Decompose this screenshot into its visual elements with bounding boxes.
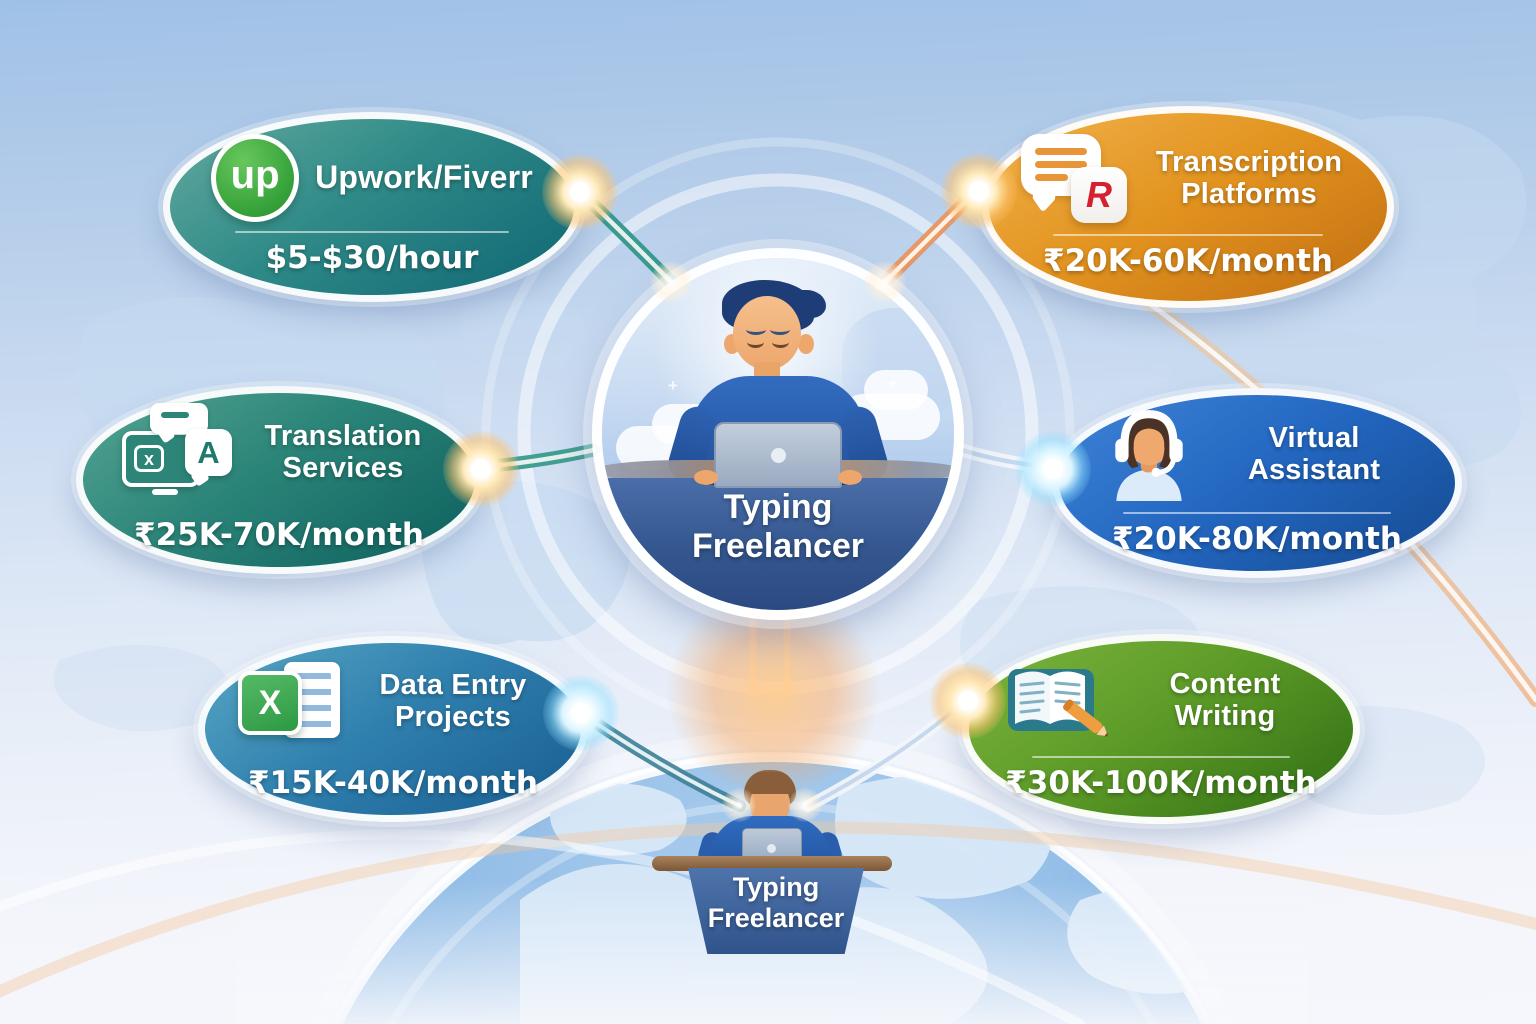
node-title: Content Writing bbox=[1169, 667, 1281, 732]
rev-app-icon: R bbox=[1071, 167, 1127, 223]
divider bbox=[1031, 756, 1291, 758]
bottom-label: Typing Freelancer bbox=[707, 872, 845, 933]
sparkle: + bbox=[668, 376, 678, 395]
node-title: Virtual Assistant bbox=[1247, 421, 1381, 486]
node-income-value: ₹25K-70K/month bbox=[134, 517, 424, 553]
node-income-value: ₹15K-40K/month bbox=[248, 765, 538, 801]
node-income-value: ₹30K-100K/month bbox=[1005, 765, 1317, 801]
node-income-value: $5-$30/hour bbox=[265, 240, 479, 276]
sparkle: + bbox=[888, 374, 898, 393]
divider bbox=[1053, 234, 1323, 236]
cloud bbox=[864, 370, 928, 410]
upwork-logo-text: up bbox=[230, 152, 280, 197]
node-upwork-fiverr: up Upwork/Fiverr $5-$30/hour bbox=[163, 112, 581, 302]
laptop-icon bbox=[714, 422, 842, 488]
bottom-desk: Typing Freelancer bbox=[688, 868, 864, 954]
rev-letter: R bbox=[1086, 174, 1112, 215]
node-income-value: ₹20K-60K/month bbox=[1043, 243, 1333, 279]
notebook-pencil-icon bbox=[1008, 669, 1109, 737]
bottom-desk-board bbox=[652, 856, 892, 871]
node-income-value: ₹20K-80K/month bbox=[1112, 521, 1402, 557]
headset-agent-icon bbox=[1115, 410, 1183, 501]
node-title: Upwork/Fiverr bbox=[315, 159, 533, 196]
node-transcription-platforms: R Transcription Platforms ₹20K-60K/month bbox=[982, 106, 1394, 308]
language-x-badge: x bbox=[134, 445, 164, 472]
excel-x-icon: X bbox=[238, 671, 302, 735]
closed-eye bbox=[772, 336, 789, 348]
translation-bubbles-icon: x A bbox=[120, 403, 232, 501]
letter-a-bubble-icon: A bbox=[185, 429, 232, 476]
divider bbox=[234, 231, 510, 233]
excel-spreadsheet-icon: X bbox=[238, 653, 342, 749]
transcription-chat-icon: R bbox=[1021, 131, 1127, 225]
hub-label: Typing Freelancer bbox=[692, 488, 864, 565]
hub-typing-freelancer: + + + Typing Freelancer bbox=[592, 248, 964, 620]
node-data-entry-projects: X Data Entry Projects ₹15K-40K/month bbox=[198, 636, 588, 822]
node-title: Transcription Platforms bbox=[1155, 145, 1343, 210]
hub-desk: Typing Freelancer bbox=[602, 478, 954, 610]
node-translation-services: x A Translation Services ₹25K-70K/month bbox=[76, 386, 482, 574]
hub-scene: + + + Typing Freelancer bbox=[602, 258, 954, 610]
divider bbox=[1122, 512, 1392, 514]
node-title: Data Entry Projects bbox=[379, 668, 527, 733]
closed-eye bbox=[747, 336, 764, 348]
node-title: Translation Services bbox=[264, 419, 422, 484]
node-virtual-assistant: Virtual Assistant ₹20K-80K/month bbox=[1052, 388, 1462, 578]
node-content-writing: Content Writing ₹30K-100K/month bbox=[962, 634, 1360, 824]
upwork-logo-icon: up bbox=[211, 134, 300, 222]
